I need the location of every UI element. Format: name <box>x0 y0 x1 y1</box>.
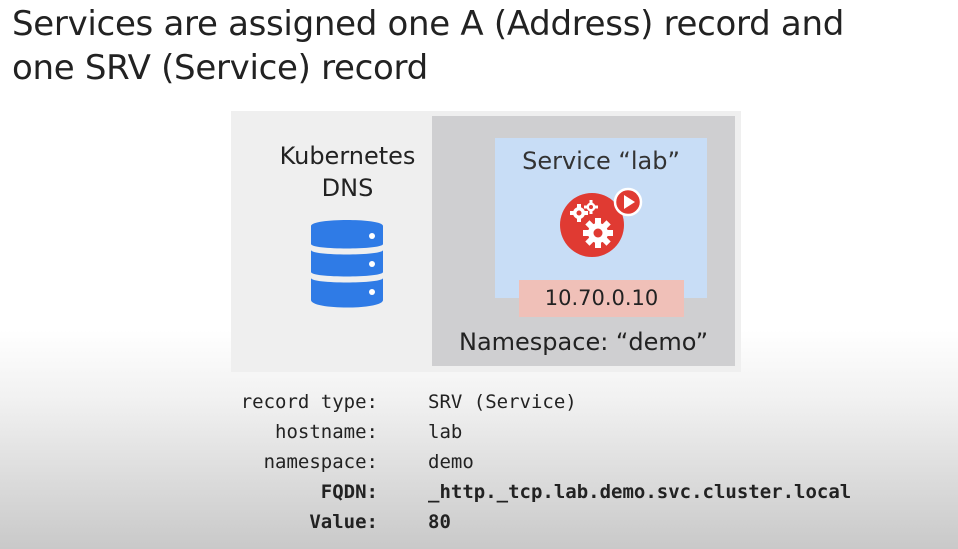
slide-title-line-2: one SRV (Service) record <box>12 48 428 88</box>
slide-title-line-1: Services are assigned one A (Address) re… <box>12 4 844 44</box>
record-value: lab <box>428 421 463 443</box>
record-key: Value: <box>309 511 378 533</box>
record-value: SRV (Service) <box>428 391 577 413</box>
record-value: demo <box>428 451 474 473</box>
record-value: 80 <box>428 511 451 533</box>
namespace-label: Namespace: “demo” <box>459 328 708 356</box>
record-row-fqdn: FQDN: _http._tcp.lab.demo.svc.cluster.lo… <box>200 477 950 507</box>
database-icon <box>311 220 383 308</box>
record-key: namespace: <box>263 451 378 473</box>
record-key: hostname: <box>275 421 378 443</box>
record-row-value: Value: 80 <box>200 507 950 537</box>
record-row-namespace: namespace: demo <box>200 447 950 477</box>
record-key: record type: <box>240 391 378 413</box>
record-row-hostname: hostname: lab <box>200 417 950 447</box>
dns-label-line-1: Kubernetes <box>279 142 416 170</box>
record-row-type: record type: SRV (Service) <box>200 387 950 417</box>
slide-title: Services are assigned one A (Address) re… <box>12 2 942 90</box>
srv-record-table: record type: SRV (Service) hostname: lab… <box>200 387 950 537</box>
dns-label-line-2: DNS <box>321 174 374 202</box>
record-key: FQDN: <box>320 481 378 503</box>
gears-play-icon <box>560 187 643 257</box>
service-ip-address: 10.70.0.10 <box>519 280 684 317</box>
service-title: Service “lab” <box>522 147 680 175</box>
kubernetes-dns-label: Kubernetes DNS <box>260 140 435 204</box>
record-value: _http._tcp.lab.demo.svc.cluster.local <box>428 481 852 503</box>
